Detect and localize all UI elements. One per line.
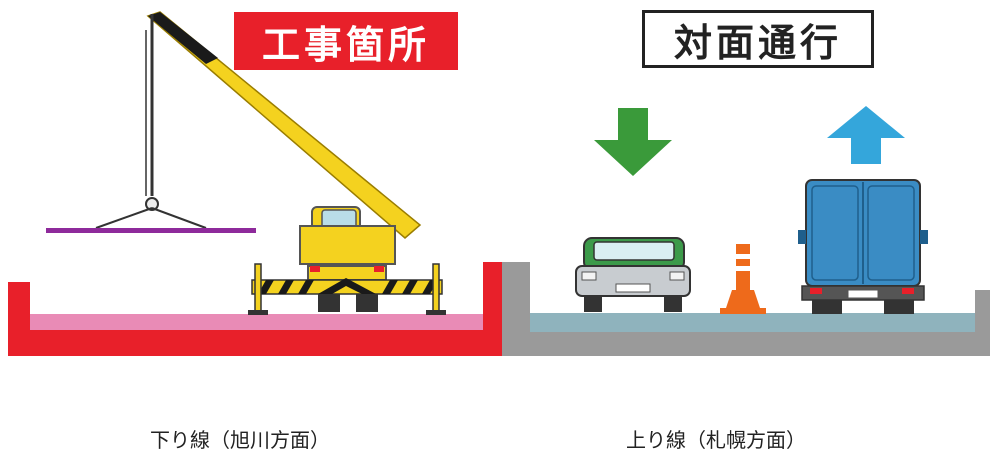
down-line-road	[8, 262, 502, 356]
up-line-caption: 上り線（札幌方面）	[626, 428, 806, 452]
truck-icon	[798, 179, 928, 314]
down-line-lane-pink	[30, 314, 483, 330]
up-line-road	[502, 262, 990, 356]
down-line-caption: 下り線（旭川方面）	[150, 428, 330, 452]
car-icon	[575, 237, 691, 312]
two-way-traffic-label: 対面通行	[642, 10, 874, 68]
green-down-arrow-icon	[594, 108, 672, 176]
construction-site-label: 工事箇所	[234, 12, 458, 70]
down-line-road-red	[8, 262, 502, 356]
load-beam	[46, 228, 256, 233]
traffic-pole-icon	[720, 244, 766, 314]
blue-up-arrow-icon	[827, 106, 905, 164]
crane-truck-icon	[46, 11, 446, 315]
up-line-lane-teal	[530, 313, 975, 332]
up-line-road-gray	[502, 262, 990, 356]
